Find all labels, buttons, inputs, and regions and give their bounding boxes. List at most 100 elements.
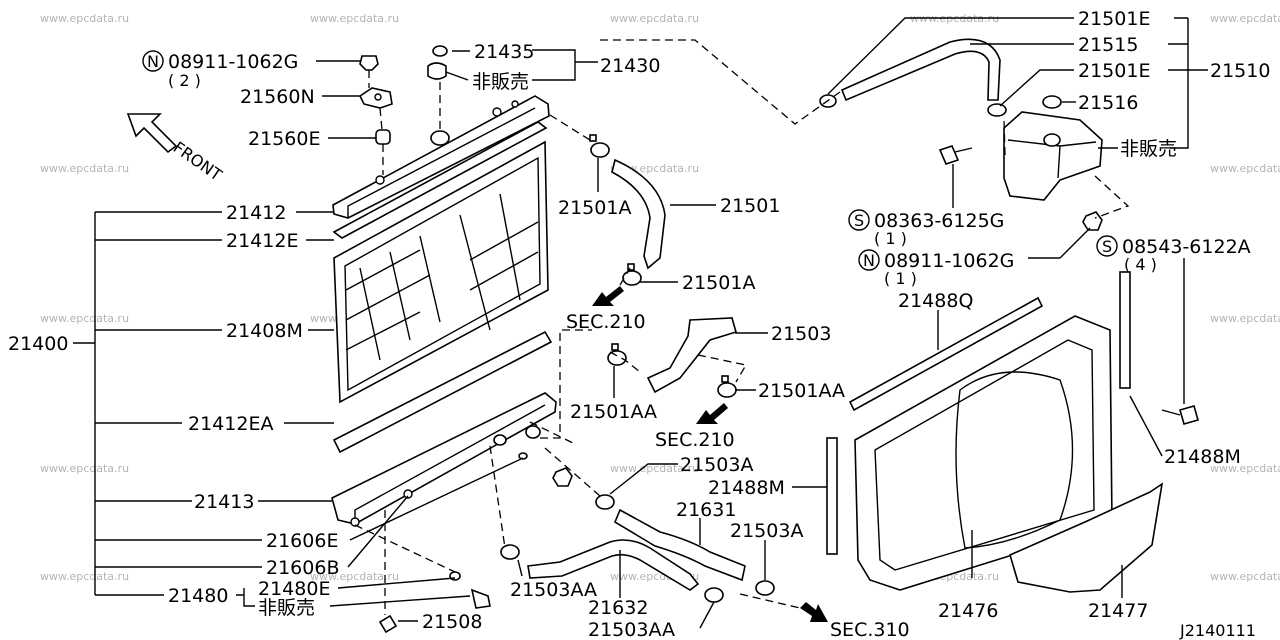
label-21510: 21510 — [1210, 60, 1270, 82]
callout-08363: 08363-6125G — [874, 210, 1004, 232]
label-sec310: SEC.310 — [830, 619, 910, 640]
drain-cock-21480 — [470, 588, 491, 609]
label-21488q: 21488Q — [898, 290, 973, 312]
watermark: www.epcdata.ru — [1210, 162, 1280, 175]
bolt-08363 — [938, 145, 973, 165]
label-21501a-upper: 21501A — [558, 197, 631, 219]
watermark: www.epcdata.ru — [40, 312, 129, 325]
svg-text:N: N — [863, 251, 875, 270]
label-21412: 21412 — [226, 202, 286, 224]
arrow-sec210-lower-icon — [696, 403, 728, 424]
watermark: www.epcdata.ru — [1210, 570, 1280, 583]
gasket-21412e — [332, 121, 548, 239]
watermark: www.epcdata.ru — [310, 570, 399, 583]
label-21631: 21631 — [676, 499, 736, 521]
label-21488m-left: 21488M — [708, 477, 785, 499]
fan-shroud-21476 — [854, 315, 1113, 591]
watermark: www.epcdata.ru — [610, 462, 699, 475]
leader-lines — [73, 17, 1208, 629]
front-label: FRONT — [170, 138, 226, 185]
label-21430: 21430 — [600, 55, 660, 77]
drain-21606e — [518, 452, 528, 460]
arrow-sec210-upper-icon — [592, 286, 624, 306]
label-21435: 21435 — [474, 41, 534, 63]
watermark: www.epcdata.ru — [310, 12, 399, 25]
label-21400: 21400 — [8, 333, 68, 355]
label-21560e: 21560E — [248, 128, 320, 150]
callout-08543: 08543-6122A — [1122, 236, 1251, 258]
label-21501e-mid: 21501E — [1078, 60, 1150, 82]
nut-symbol-icon: N — [142, 50, 164, 72]
dashed-links — [489, 39, 1130, 609]
label-21480: 21480 — [168, 585, 228, 607]
bolt-08543 — [1161, 405, 1199, 425]
label-non-sale-2: 非販売 — [258, 597, 315, 619]
label-21560n: 21560N — [240, 86, 315, 108]
part-labels: 08911-1062G ( 2 ) 21560N 21560E 21435 非販… — [8, 8, 1270, 640]
label-21476: 21476 — [938, 600, 998, 622]
clamp-21501a-upper — [589, 134, 610, 158]
label-21480e: 21480E — [258, 578, 330, 600]
label-21503aa-left: 21503AA — [510, 579, 597, 601]
lower-shroud-21477 — [1009, 482, 1164, 593]
pipe-21632 — [527, 539, 700, 591]
label-21477: 21477 — [1088, 600, 1148, 622]
watermark: www.epcdata.ru — [610, 12, 699, 25]
watermark: www.epcdata.ru — [1210, 312, 1280, 325]
watermark: www.epcdata.ru — [1210, 12, 1280, 25]
upper-tank-21412 — [332, 95, 550, 219]
label-21488m-right: 21488M — [1164, 446, 1241, 468]
watermark: www.epcdata.ru — [1210, 462, 1280, 475]
radiator-cap-21435 — [427, 45, 448, 80]
plug-21508 — [378, 614, 398, 634]
label-21501e-top: 21501E — [1078, 8, 1150, 30]
label-21412e: 21412E — [226, 230, 298, 252]
svg-text:N: N — [147, 52, 159, 71]
label-non-sale-3: 非販売 — [1120, 138, 1177, 160]
reservoir-cap-21516 — [1042, 95, 1062, 147]
callout-08911-top-qty: ( 2 ) — [168, 71, 201, 90]
watermark: www.epcdata.ru — [40, 12, 129, 25]
seal-21488m-right — [1119, 271, 1131, 389]
clamp-21501a-lower — [622, 263, 642, 286]
clamp-21503aa-left — [500, 544, 520, 560]
label-21501a-lower: 21501A — [682, 272, 755, 294]
bracket-21560n — [358, 87, 393, 109]
watermark: www.epcdata.ru — [40, 162, 129, 175]
label-21515: 21515 — [1078, 34, 1138, 56]
drawing-id: J2140111 — [1179, 621, 1256, 640]
screw-symbol-icon: S — [1096, 235, 1118, 257]
seal-21488m-left — [826, 437, 838, 555]
radiator-core-21408m — [333, 140, 549, 404]
clamp-21503aa-right — [704, 587, 724, 603]
nut-08911-top — [359, 55, 379, 71]
overflow-hose-21515 — [840, 38, 1001, 102]
clamp-21503a-left — [595, 494, 615, 510]
label-21412ea: 21412EA — [188, 413, 273, 435]
callout-08911-mid: 08911-1062G — [884, 250, 1014, 272]
label-21503aa-right: 21503AA — [588, 619, 675, 640]
svg-text:S: S — [1102, 237, 1112, 256]
clamp-21501e-right — [987, 103, 1007, 117]
nut-08911-mid — [1082, 211, 1103, 231]
reservoir-tank-21510 — [1003, 111, 1103, 201]
callout-08911-mid-qty: ( 1 ) — [884, 269, 917, 288]
screw-symbol-icon: S — [848, 209, 870, 231]
grommet-21560e — [375, 129, 391, 145]
label-21508: 21508 — [422, 611, 482, 633]
label-sec210-lower: SEC.210 — [655, 429, 735, 451]
label-sec210-upper: SEC.210 — [566, 311, 646, 333]
label-21501: 21501 — [720, 195, 780, 217]
clamp-21501aa-left — [607, 343, 627, 366]
upper-hose-21501 — [611, 158, 666, 270]
label-21632: 21632 — [588, 597, 648, 619]
watermark: www.epcdata.ru — [40, 462, 129, 475]
label-21501aa-right: 21501AA — [758, 380, 845, 402]
label-21501aa-left: 21501AA — [570, 401, 657, 423]
clamp-21501aa-right — [717, 375, 737, 398]
nut-lower-tank — [552, 467, 573, 487]
callout-08911-top: 08911-1062G — [168, 51, 298, 73]
label-21408m: 21408M — [226, 320, 303, 342]
label-21503a-lower: 21503A — [730, 520, 803, 542]
